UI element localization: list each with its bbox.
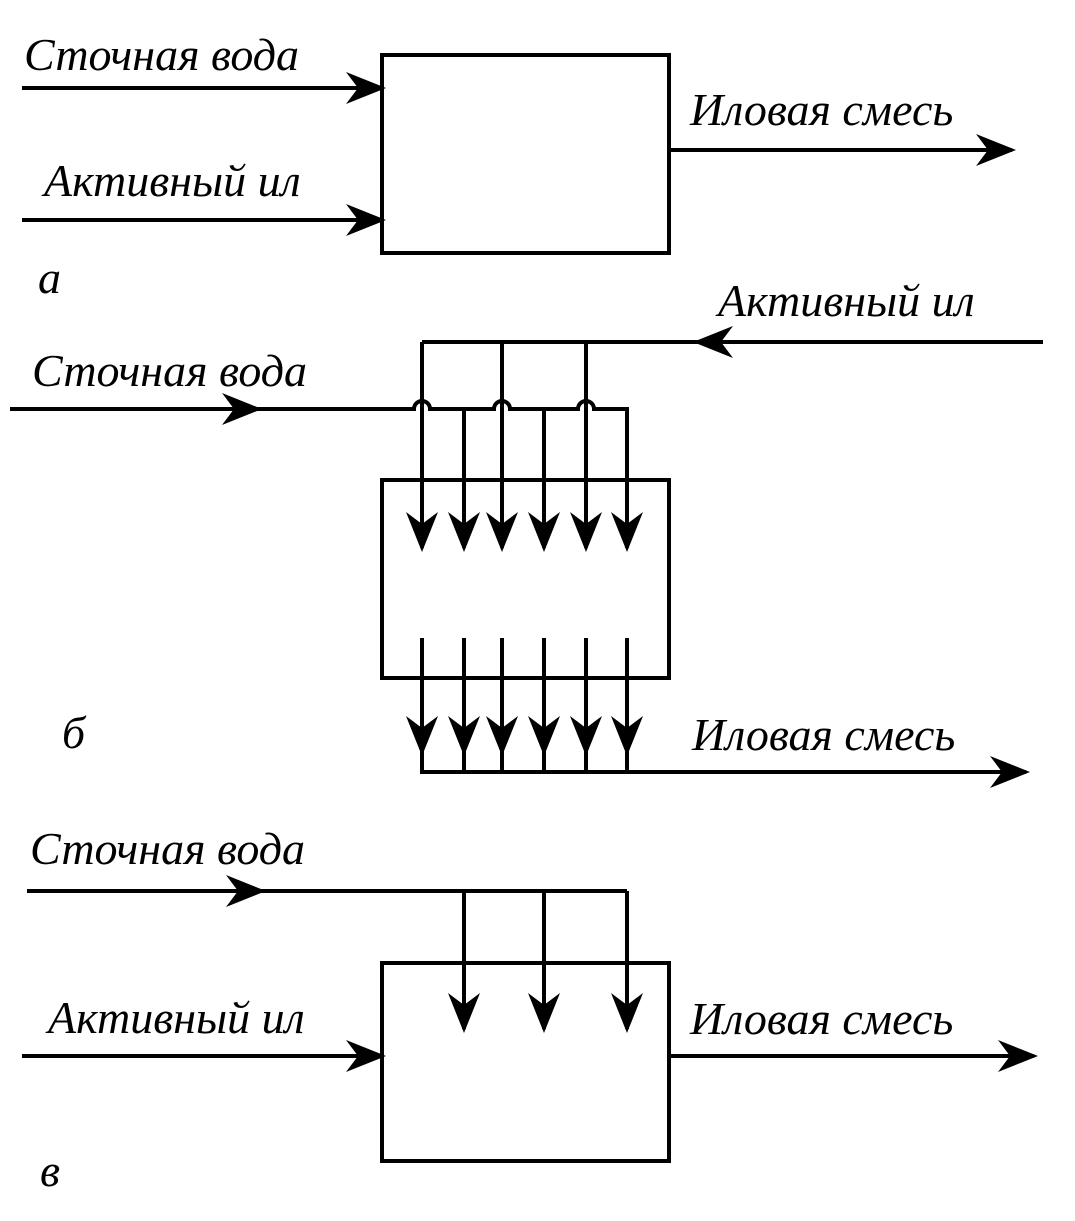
sludge-label: Активный ил	[41, 155, 301, 206]
wastewater-label: Сточная вода	[24, 29, 299, 80]
tank-box	[380, 53, 671, 255]
mixture-label: Иловая смесь	[691, 709, 955, 760]
panel-b: Активный ил Сточная вода Иловая смесь б	[10, 275, 1043, 788]
sludge-label: Активный ил	[45, 992, 305, 1043]
panel-a: Сточная вода Активный ил Иловая смесь а	[22, 29, 1016, 303]
mixture-label: Иловая смесь	[689, 993, 953, 1044]
mixture-label: Иловая смесь	[689, 84, 953, 135]
panel-marker: в	[40, 1145, 60, 1196]
wastewater-label: Сточная вода	[32, 345, 307, 396]
panel-c: Сточная вода Активный ил Иловая смесь в	[22, 823, 1038, 1196]
panel-marker: а	[38, 252, 61, 303]
panel-marker: б	[62, 707, 87, 758]
wastewater-label: Сточная вода	[30, 823, 305, 874]
sludge-label: Активный ил	[715, 275, 975, 326]
